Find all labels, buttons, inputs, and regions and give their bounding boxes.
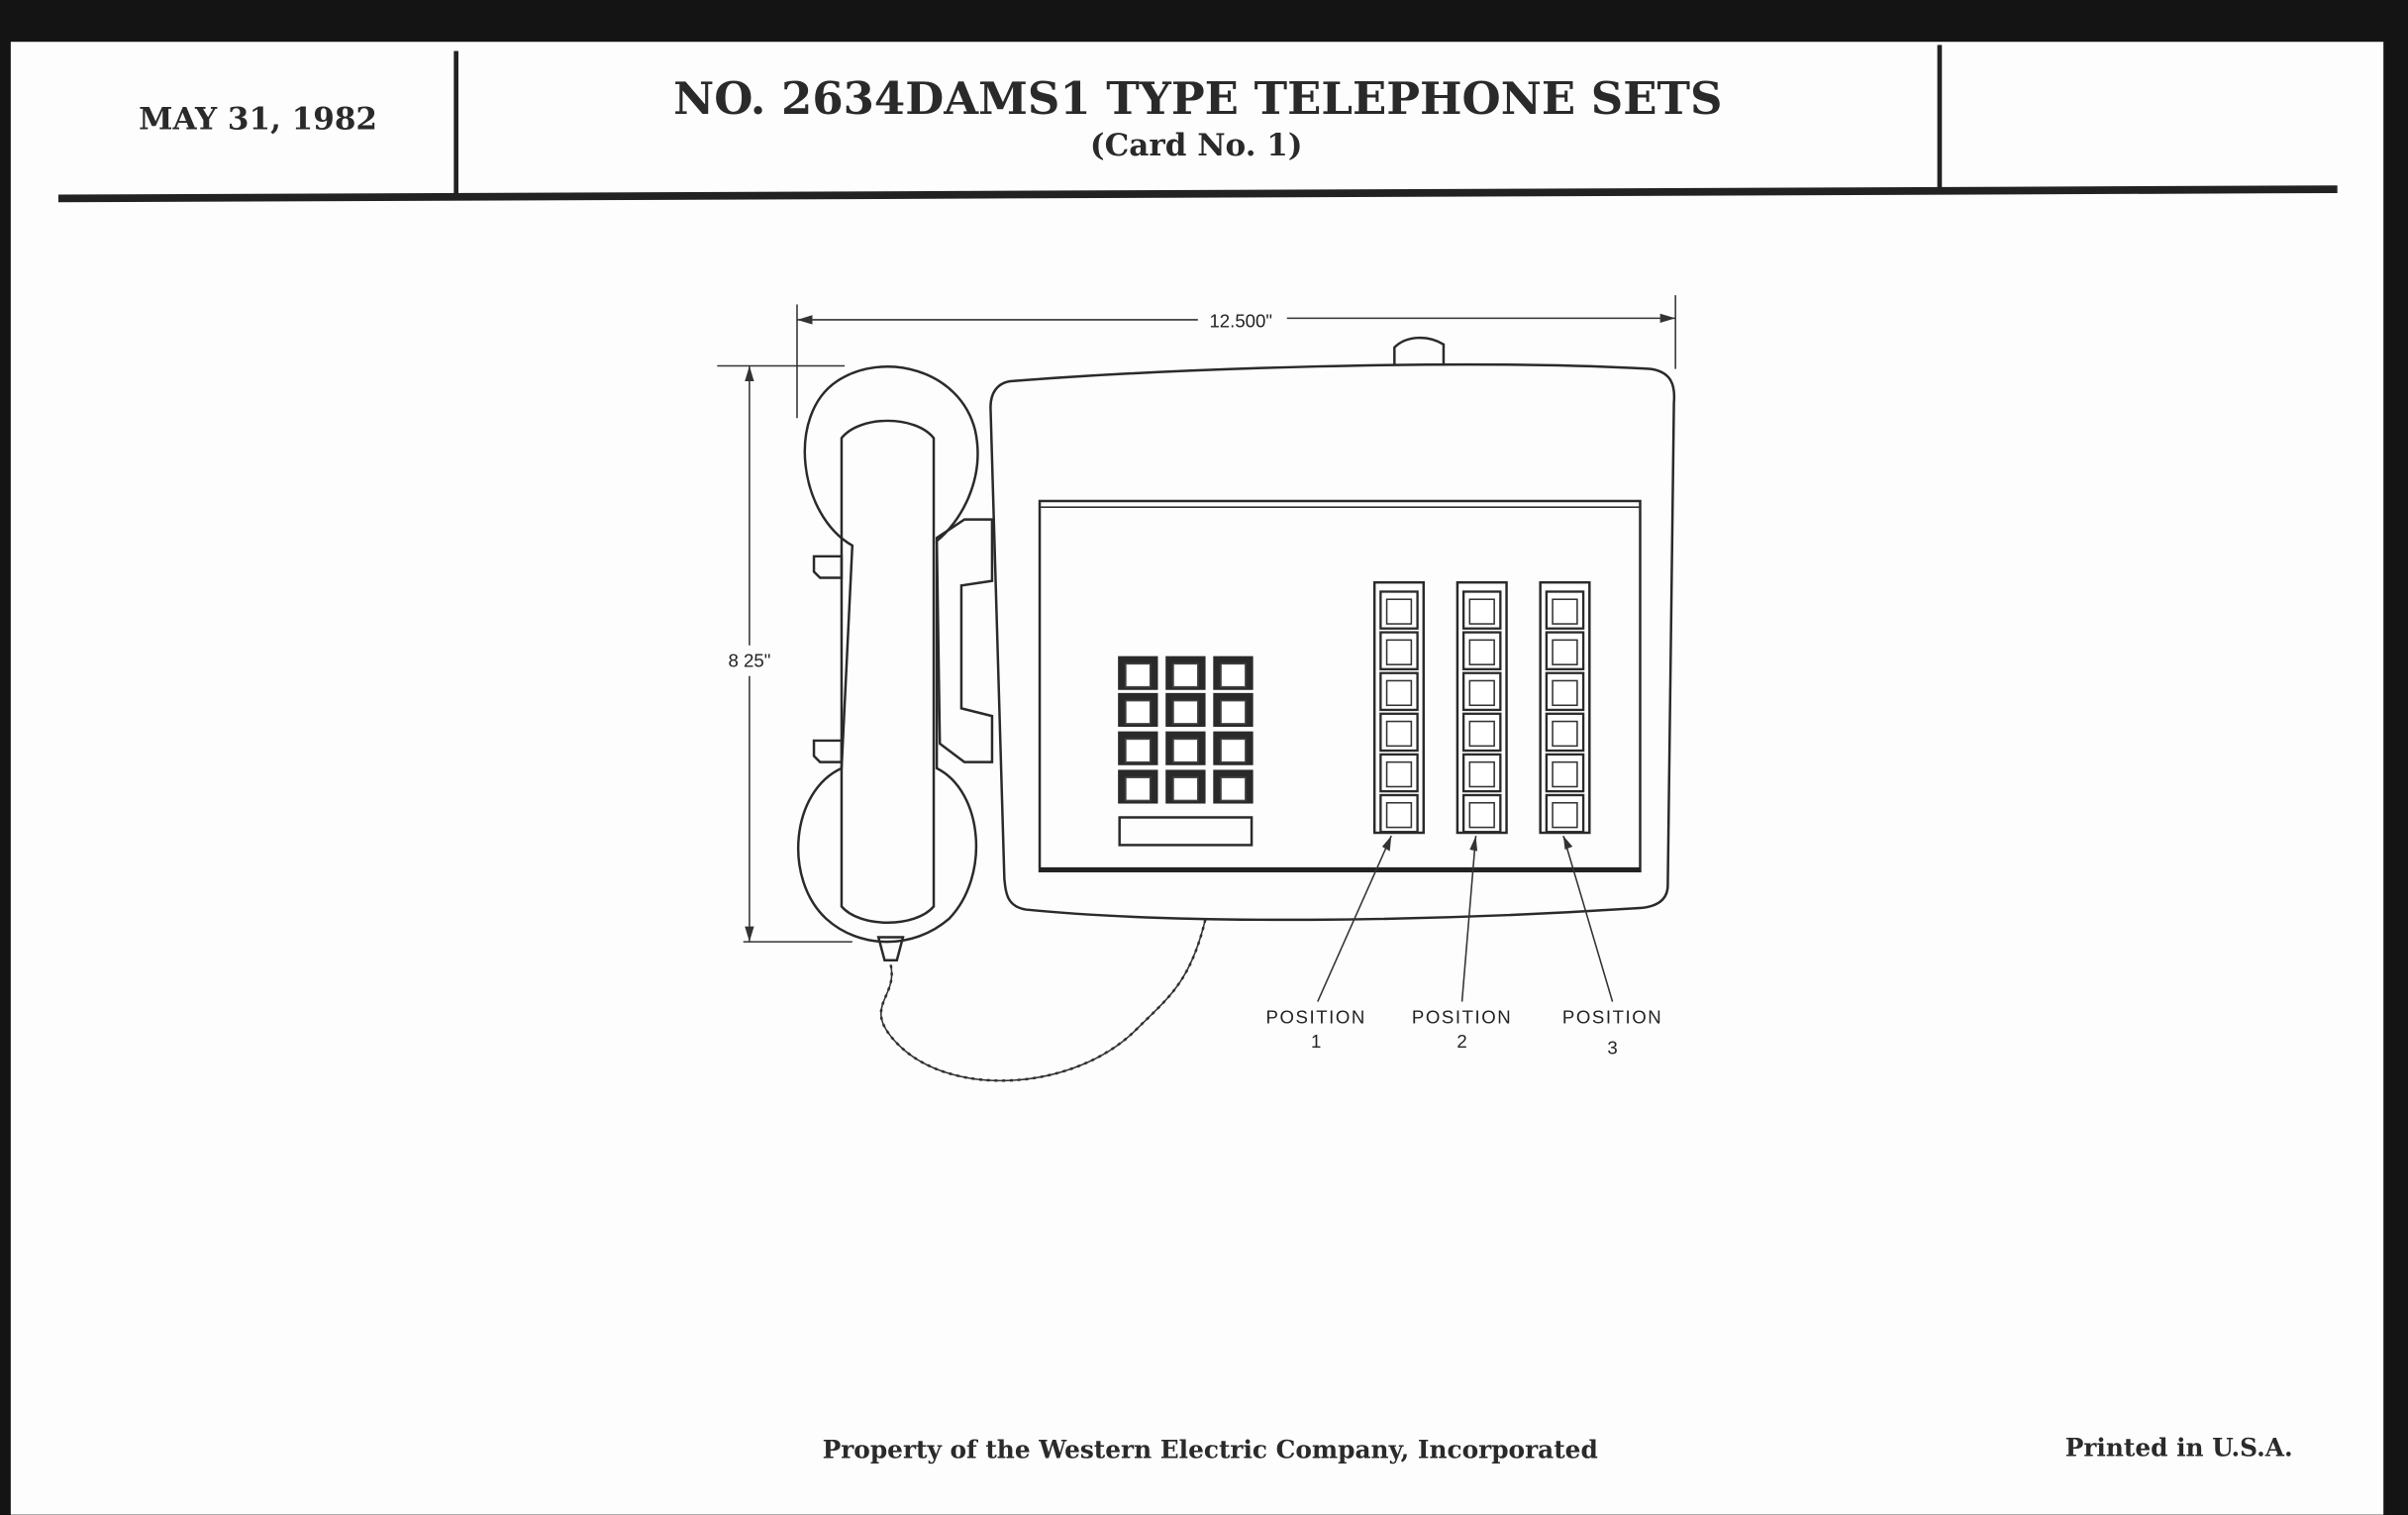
page-title: NO. 2634DAMS1 TYPE TELEPHONE SETS: [673, 72, 1722, 125]
line-button: [1461, 671, 1502, 712]
handset: [797, 365, 994, 961]
keypad-key: [1213, 692, 1254, 727]
line-button: [1379, 671, 1419, 712]
line-button: [1461, 590, 1502, 630]
line-button-columns: [1372, 580, 1591, 835]
height-dimension-label: 8 25": [728, 650, 770, 670]
keypad-key: [1213, 769, 1254, 804]
header-rule: [57, 185, 2338, 203]
keypad-key: [1165, 656, 1206, 690]
line-button: [1545, 712, 1585, 753]
keypad-key: [1118, 731, 1158, 765]
printed-in-label: Printed in U.S.A.: [2065, 1434, 2293, 1463]
keypad-key: [1165, 769, 1206, 804]
line-button: [1379, 712, 1419, 753]
line-button: [1461, 793, 1502, 834]
header: MAY 31, 1982 NO. 2634DAMS1 TYPE TELEPHON…: [57, 45, 2338, 203]
position-3-label: POSITION 3: [1562, 1006, 1662, 1058]
position-2-label: POSITION 2: [1412, 1006, 1512, 1052]
line-button: [1545, 671, 1585, 712]
line-button: [1545, 753, 1585, 793]
line-button: [1545, 793, 1585, 834]
keypad-key: [1118, 656, 1158, 690]
width-dimension-label: 12.500": [1209, 311, 1272, 332]
position-callouts: POSITION 1 POSITION 2 POSITION 3: [1266, 835, 1662, 1058]
line-button-column: [1372, 580, 1426, 835]
svg-text:3: 3: [1607, 1037, 1617, 1058]
line-button: [1461, 753, 1502, 793]
footer: Property of the Western Electric Company…: [823, 1434, 2293, 1464]
line-button: [1379, 793, 1419, 834]
svg-text:POSITION: POSITION: [1562, 1006, 1662, 1027]
keypad-key: [1118, 692, 1158, 727]
line-button: [1379, 631, 1419, 670]
width-dimension: 12.500": [796, 295, 1676, 419]
telephone-base: [989, 336, 1676, 922]
svg-text:POSITION: POSITION: [1412, 1006, 1512, 1027]
keypad-key: [1213, 656, 1254, 690]
telephone-drawing: 12.500" 8 25": [717, 295, 1676, 1082]
line-button: [1379, 753, 1419, 793]
keypad-key: [1118, 769, 1158, 804]
designation-strip: [1118, 816, 1254, 847]
keypad-key: [1165, 692, 1206, 727]
card-number: (Card No. 1): [1090, 128, 1303, 163]
dial-keypad: [1118, 656, 1254, 804]
line-button-column: [1455, 580, 1508, 835]
svg-text:1: 1: [1311, 1031, 1321, 1052]
line-button: [1461, 712, 1502, 753]
line-button: [1379, 590, 1419, 630]
keypad-key: [1213, 731, 1254, 765]
position-1-label: POSITION 1: [1266, 1006, 1366, 1052]
height-dimension: 8 25": [717, 364, 853, 943]
keypad-key: [1165, 731, 1206, 765]
svg-text:POSITION: POSITION: [1266, 1006, 1366, 1027]
line-button: [1461, 631, 1502, 670]
property-notice: Property of the Western Electric Company…: [823, 1435, 1598, 1464]
line-button: [1545, 631, 1585, 670]
svg-text:2: 2: [1456, 1031, 1466, 1052]
date-label: MAY 31, 1982: [139, 102, 377, 138]
line-button-column: [1539, 580, 1591, 835]
line-button: [1545, 590, 1585, 630]
